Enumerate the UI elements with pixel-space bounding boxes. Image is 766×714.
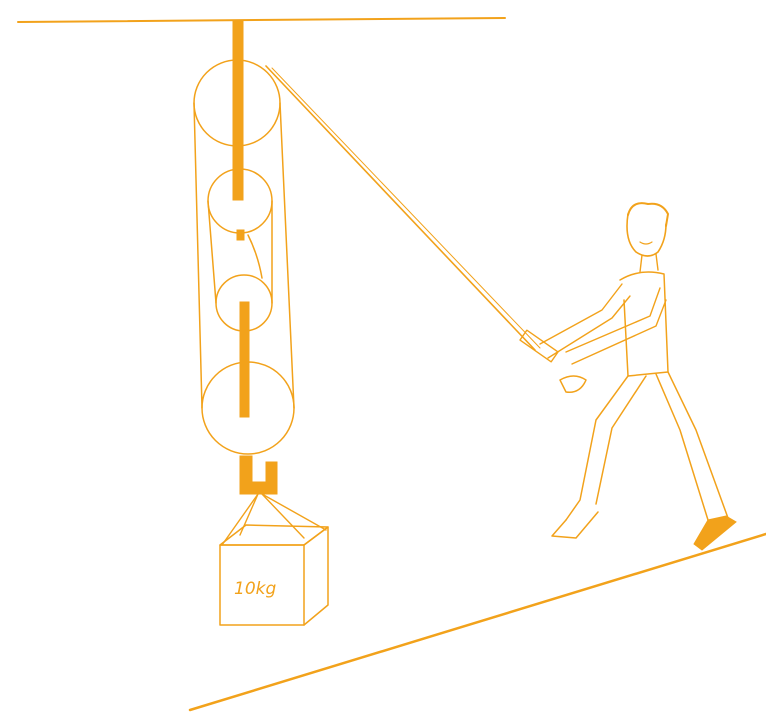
pulley-block	[194, 20, 540, 545]
box-strings	[222, 494, 326, 545]
ground-ramp	[190, 534, 766, 710]
upper-axle-bar	[233, 20, 243, 200]
axle-link	[237, 230, 244, 240]
weight-label: 10kg	[234, 579, 276, 599]
hook	[240, 456, 277, 494]
ceiling-line	[18, 18, 505, 22]
person-pulling	[520, 203, 736, 550]
lower-axle-bar	[240, 302, 249, 417]
weight-box: 10kg	[220, 525, 328, 625]
